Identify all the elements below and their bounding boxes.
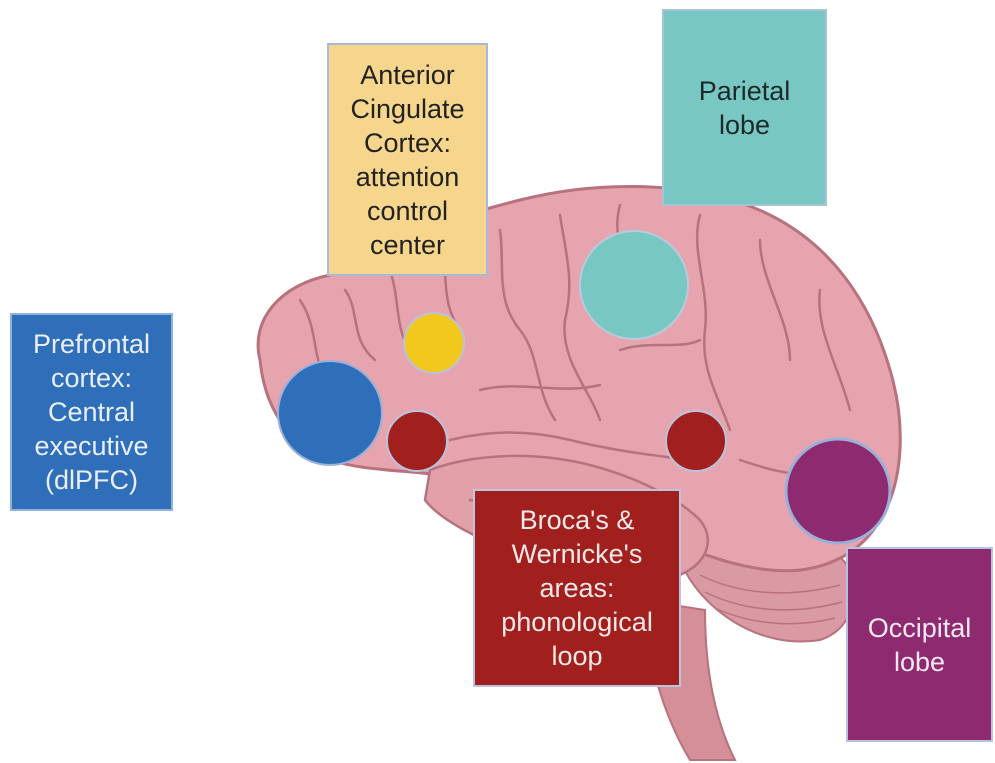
occipital-label: Occipital lobe	[868, 611, 972, 679]
parietal-marker	[580, 231, 688, 339]
pfc-label-box: Prefrontal cortex: Central executive (dl…	[10, 313, 173, 511]
broca-wernicke-label: Broca's & Wernicke's areas: phonological…	[501, 503, 653, 673]
pfc-label: Prefrontal cortex: Central executive (dl…	[33, 327, 150, 497]
broca-wernicke-label-box: Broca's & Wernicke's areas: phonological…	[473, 489, 681, 687]
parietal-label-box: Parietal lobe	[662, 9, 827, 206]
pfc-marker	[278, 361, 382, 465]
wernicke-marker	[666, 411, 726, 471]
acc-label-box: Anterior Cingulate Cortex: attention con…	[327, 43, 488, 276]
acc-marker	[404, 313, 464, 373]
occipital-marker	[786, 439, 890, 543]
broca-marker	[387, 411, 447, 471]
parietal-label: Parietal lobe	[699, 74, 791, 142]
occipital-label-box: Occipital lobe	[846, 547, 993, 742]
acc-label: Anterior Cingulate Cortex: attention con…	[350, 58, 464, 262]
